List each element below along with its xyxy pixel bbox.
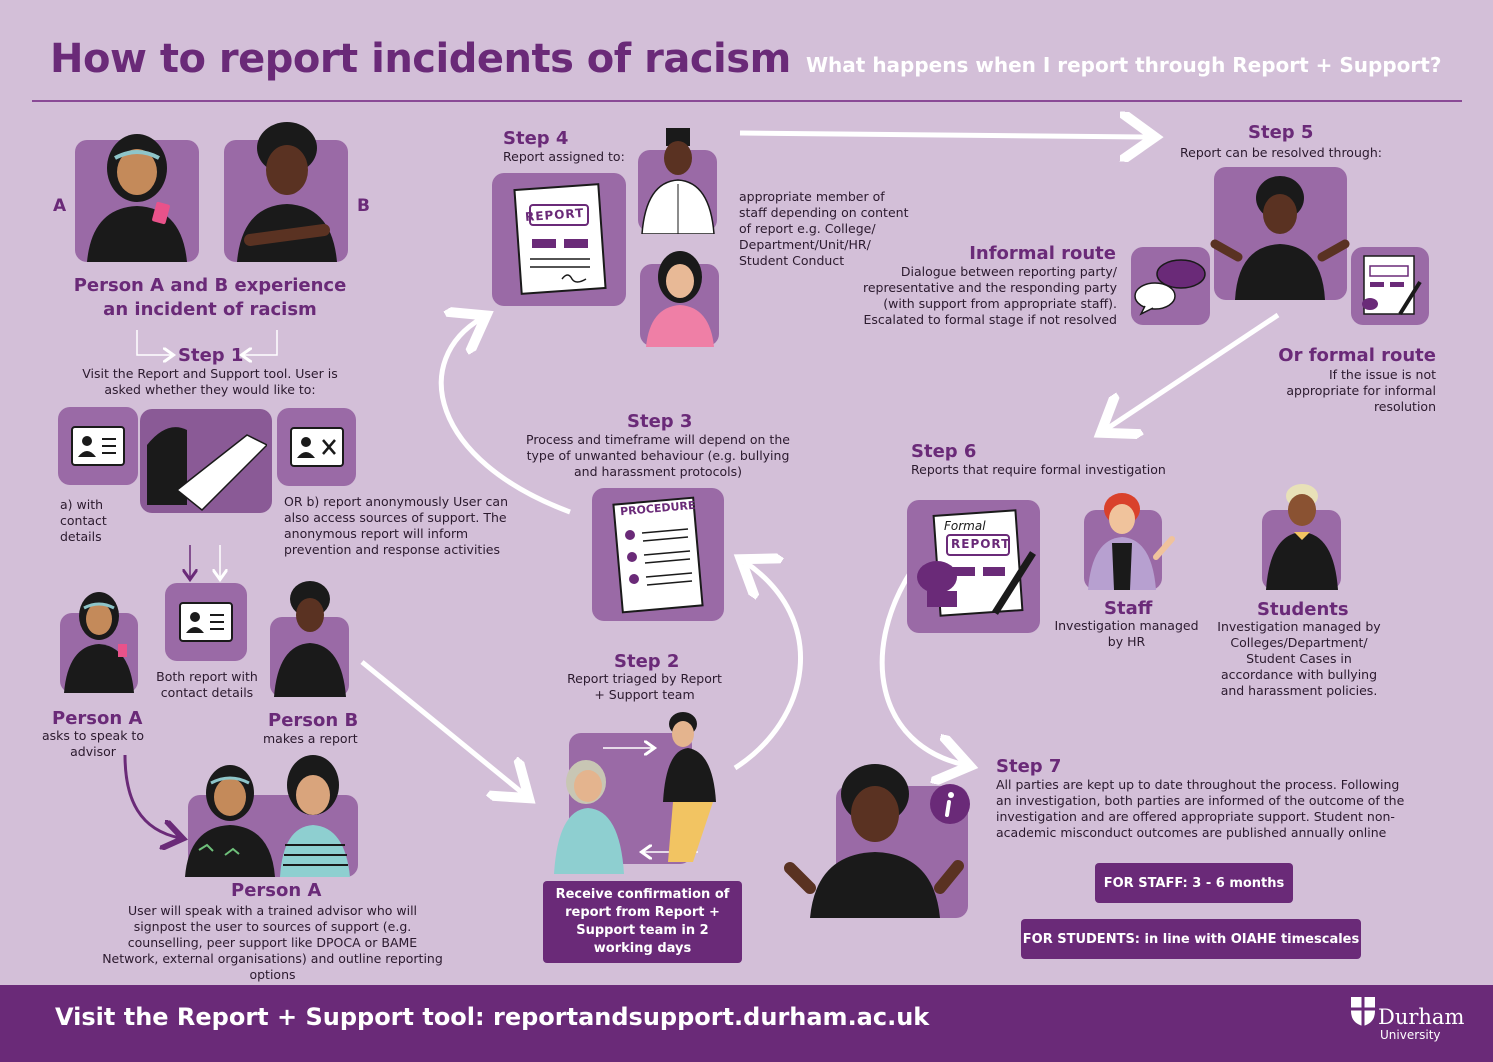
arrow-step6-to-step7 [879,568,965,765]
students-text: Investigation managed by Colleges/Depart… [1217,619,1381,698]
triage-illustration [554,712,716,874]
anonymous-card-icon [290,427,344,467]
step7-person-illustration [784,764,964,918]
both-text: Both report with contact details [156,669,258,700]
formal-title: Or formal route [1278,345,1436,366]
page-title: How to report incidents of racism [50,36,791,82]
step5-title: Step 5 [1248,122,1314,143]
person-a2-title: Person A [231,880,322,901]
person-a-text: asks to speak to advisor [42,728,144,759]
step2-title: Step 2 [614,651,680,672]
option-b-text: OR b) report anonymously User can also a… [284,494,509,557]
footer-link-text[interactable]: Visit the Report + Support tool: reporta… [55,1003,930,1031]
informal-text: Dialogue between reporting party/ repres… [863,264,1117,327]
advisor-illustration [185,755,350,877]
arrow-to-advisor [123,754,180,838]
step6-title: Step 6 [911,441,977,462]
staff-timescale-badge: FOR STAFF: 3 - 6 months [1095,863,1293,903]
student-illustration [1266,484,1338,590]
person-b-small-illustration [274,581,346,697]
step1-text: Visit the Report and Support tool. User … [82,366,338,397]
person-a2-text: User will speak with a trained advisor w… [102,903,443,982]
step5-person-illustration [1210,176,1350,300]
arrow-step3-to-step4 [438,318,571,515]
step4-text: Report assigned to: [503,149,625,164]
step3-title: Step 3 [627,411,693,432]
procedure-document-icon [612,496,704,614]
durham-logo-sub: University [1380,1028,1441,1042]
arrow-a-to-step1 [136,330,172,355]
contact-card-icon [71,426,125,466]
footer-bar [0,985,1493,1062]
formal-report-small-icon [1362,255,1422,316]
label-b: B [357,196,370,216]
step5-text: Report can be resolved through: [1180,145,1382,160]
step7-text: All parties are kept up to date througho… [996,777,1405,840]
confirmation-box: Receive confirmation of report from Repo… [543,881,742,963]
step3-text: Process and timeframe will depend on the… [526,432,790,479]
staff-female-illustration [646,251,714,347]
staff-male-illustration [641,128,715,234]
option-a-text: a) with contact details [60,497,107,544]
formal-doc-label: REPORT [951,537,1011,551]
person-a-illustration [87,134,187,262]
arrow-step5-to-step6 [1105,312,1280,430]
formal-doc-top: Formal [944,519,986,533]
arrow-step2-to-step3 [733,562,803,771]
step1-title: Step 1 [178,345,244,366]
arrow-step4-to-step5 [739,133,1150,137]
durham-crest-icon [1351,997,1375,1026]
person-a-title: Person A [52,708,143,729]
staff-illustration [1088,493,1175,590]
formal-report-icon [917,509,1036,617]
staff-text: Investigation managed by HR [1054,618,1199,649]
label-a: A [53,196,67,216]
step4-detail: appropriate member of staff depending on… [739,189,909,268]
step6-text: Reports that require formal investigatio… [911,462,1166,477]
person-b-text: makes a report [263,731,358,746]
arrow-b-to-step1 [243,330,278,355]
step2-text: Report triaged by Report + Support team [567,671,722,702]
person-b-illustration [237,122,337,262]
formal-text: If the issue is not appropriate for info… [1286,367,1436,414]
header-divider [32,100,1462,102]
students-timescale-badge: FOR STUDENTS: in line with OIAHE timesca… [1021,919,1361,959]
durham-logo-text: Durham [1378,1005,1465,1029]
person-a-small-illustration [64,592,134,693]
page-subtitle: What happens when I report through Repor… [806,53,1442,77]
both-card-icon [179,602,233,642]
intro-heading: Person A and B experience an incident of… [73,275,347,320]
report-document-icon [513,183,607,295]
students-title: Students [1257,599,1349,620]
informal-title: Informal route [969,243,1116,264]
step4-title: Step 4 [503,128,569,149]
step7-title: Step 7 [996,756,1062,777]
person-b-title: Person B [268,710,359,731]
arrow-to-step2 [360,660,525,795]
staff-title: Staff [1104,598,1153,619]
speech-bubbles-icon [1134,259,1206,316]
laptop-icon [147,427,267,512]
info-icon [930,784,970,824]
